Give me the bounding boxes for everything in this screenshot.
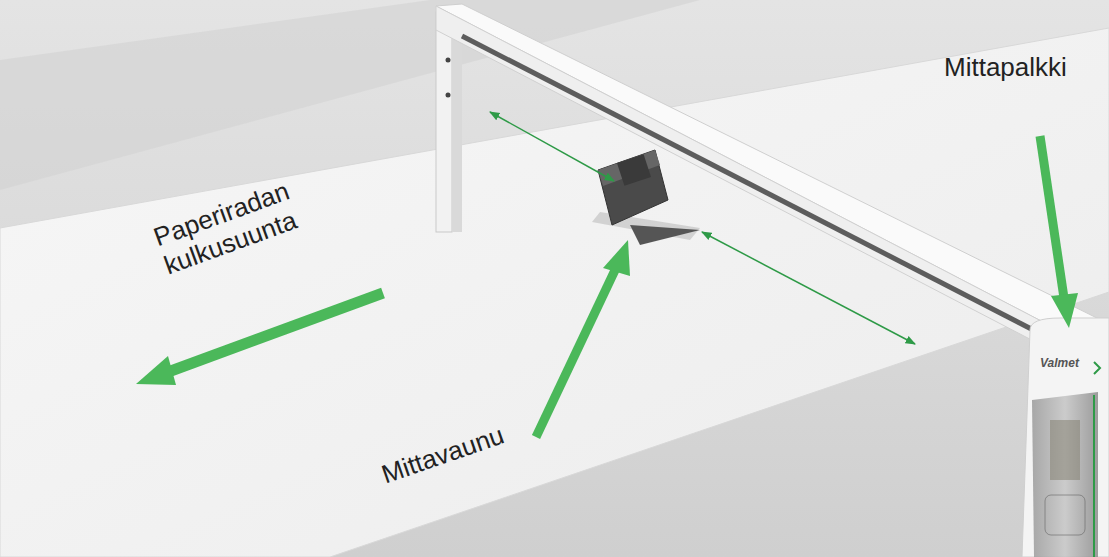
carriage-head bbox=[617, 154, 651, 185]
carriage-base bbox=[630, 225, 700, 245]
beam-top bbox=[436, 4, 1105, 336]
leader-arrow bbox=[536, 268, 616, 437]
beam-label: Mittapalkki bbox=[944, 53, 1104, 83]
travel-arrow bbox=[490, 112, 614, 181]
direction-arrow bbox=[160, 293, 383, 375]
column-stripe bbox=[1093, 395, 1095, 557]
bolt bbox=[446, 93, 451, 98]
logo-text: Valmet bbox=[1040, 357, 1096, 371]
frame-post bbox=[436, 12, 452, 232]
bolt bbox=[446, 58, 451, 63]
end-column bbox=[1022, 318, 1109, 557]
column-window bbox=[1032, 392, 1098, 557]
column-internals bbox=[1045, 495, 1085, 535]
leader-arrow bbox=[1040, 136, 1064, 298]
column-internals bbox=[1050, 420, 1080, 480]
leader-arrowhead bbox=[603, 240, 630, 276]
carriage-top bbox=[598, 150, 660, 186]
leader-arrowhead bbox=[1051, 293, 1078, 328]
travel-arrow bbox=[702, 232, 915, 344]
direction-arrowhead bbox=[136, 356, 176, 385]
logo-chevron bbox=[1094, 362, 1100, 374]
frame-post-side bbox=[452, 20, 462, 232]
measuring-carriage bbox=[598, 150, 668, 225]
